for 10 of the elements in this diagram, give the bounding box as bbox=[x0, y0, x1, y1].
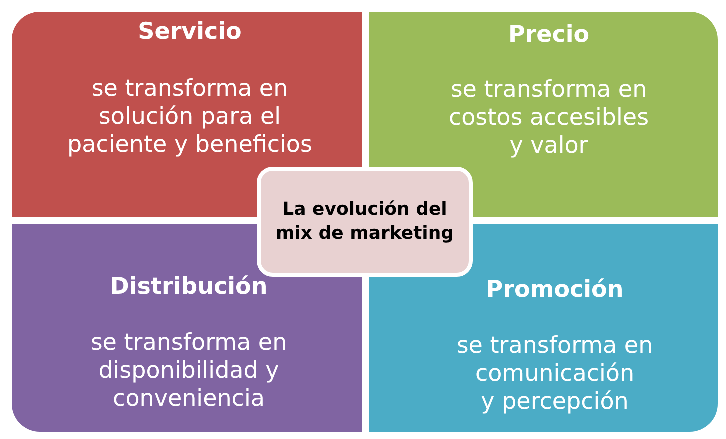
panel-heading: Precio bbox=[508, 21, 590, 49]
center-heading: La evolución del mix de marketing bbox=[276, 198, 454, 246]
center-box bbox=[257, 167, 473, 277]
panel-heading: Promoción bbox=[486, 276, 624, 304]
panel-text: se transforma en comunicación y percepción bbox=[456, 332, 654, 416]
panel-heading: Distribución bbox=[110, 273, 268, 301]
panel-text: se transforma en costos accesibles y valor bbox=[448, 76, 650, 160]
panel-text: se transforma en disponibilidad y conveniencia bbox=[90, 329, 288, 413]
panel-heading: Servicio bbox=[138, 18, 242, 46]
panel-text: se transforma en solución para el paciente y beneficios bbox=[68, 75, 312, 159]
